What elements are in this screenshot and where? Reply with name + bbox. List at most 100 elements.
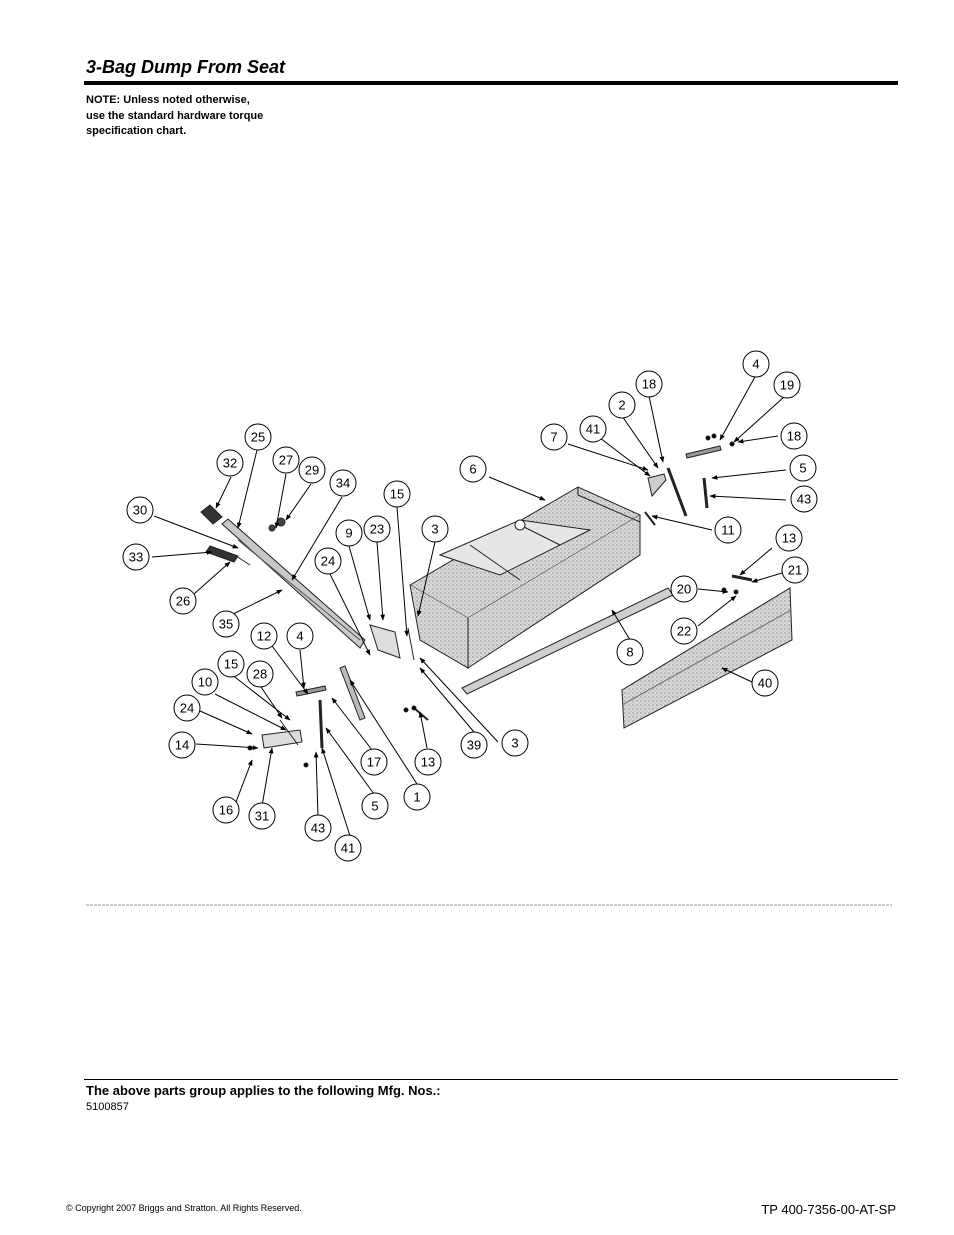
callout-27: 27 (272, 446, 300, 474)
grip-part (200, 504, 223, 525)
callout-label: 10 (198, 675, 212, 690)
callout-circle (414, 748, 442, 776)
callout-29: 29 (298, 456, 326, 484)
callout-label: 32 (223, 456, 237, 471)
callout-circle (173, 694, 201, 722)
mfg-numbers: 5100857 (86, 1101, 129, 1113)
callout-11: 11 (714, 516, 742, 544)
note-line: NOTE: Unless noted otherwise, (86, 94, 250, 106)
callout-circle (286, 622, 314, 650)
callout-circle (670, 617, 698, 645)
callout-circle (304, 814, 332, 842)
callout-4: 4 (286, 622, 314, 650)
callout-circle (635, 370, 663, 398)
callout-label: 25 (251, 430, 265, 445)
callout-circle (789, 454, 817, 482)
callout-circle (329, 469, 357, 497)
callout-circle (168, 731, 196, 759)
callout-label: 39 (467, 738, 481, 753)
callout-circle (212, 610, 240, 638)
callout-label: 13 (421, 755, 435, 770)
callout-label: 13 (782, 531, 796, 546)
callout-label: 31 (255, 809, 269, 824)
callout-circle (248, 802, 276, 830)
callout-9: 9 (335, 519, 363, 547)
callout-30: 30 (126, 496, 154, 524)
callout-circle (335, 519, 363, 547)
callout-34: 34 (329, 469, 357, 497)
callout-circle (246, 660, 274, 688)
callout-4: 4 (742, 350, 770, 378)
callout-13: 13 (775, 524, 803, 552)
callout-label: 9 (345, 526, 352, 541)
callout-18: 18 (635, 370, 663, 398)
callout-41: 41 (579, 415, 607, 443)
lip-part (621, 587, 793, 729)
callout-label: 24 (180, 701, 194, 716)
callout-circle (781, 556, 809, 584)
callout-label: 22 (677, 624, 691, 639)
callout-circle (360, 748, 388, 776)
callout-33: 33 (122, 543, 150, 571)
callout-circle (361, 792, 389, 820)
callout-15: 15 (217, 650, 245, 678)
callout-label: 2 (618, 398, 625, 413)
callout-label: 3 (511, 736, 518, 751)
callout-label: 41 (341, 841, 355, 856)
callout-label: 30 (133, 503, 147, 518)
callout-26: 26 (169, 587, 197, 615)
callout-24: 24 (314, 547, 342, 575)
callout-6: 6 (459, 455, 487, 483)
callout-label: 19 (780, 378, 794, 393)
callout-label: 7 (550, 430, 557, 445)
callout-label: 16 (219, 803, 233, 818)
callout-3: 3 (421, 515, 449, 543)
callout-label: 1 (413, 790, 420, 805)
callout-label: 27 (279, 453, 293, 468)
grip-part (205, 545, 239, 563)
callout-label: 17 (367, 755, 381, 770)
callout-label: 18 (787, 429, 801, 444)
callout-group: 1233445567891011121313141515161718181920… (122, 350, 818, 862)
callout-label: 4 (296, 629, 303, 644)
callout-label: 21 (788, 563, 802, 578)
title-rule (84, 81, 898, 85)
callout-circle (191, 668, 219, 696)
callout-label: 14 (175, 738, 189, 753)
callout-circle (272, 446, 300, 474)
callout-20: 20 (670, 575, 698, 603)
callout-circle (250, 622, 278, 650)
callout-circle (780, 422, 808, 450)
callout-circle (363, 515, 391, 543)
callout-circle (383, 480, 411, 508)
callout-25: 25 (244, 423, 272, 451)
callout-circle (459, 455, 487, 483)
callout-label: 34 (336, 476, 350, 491)
callout-circle (244, 423, 272, 451)
callout-label: 20 (677, 582, 691, 597)
callout-circle (334, 834, 362, 862)
callout-5: 5 (361, 792, 389, 820)
callout-circle (540, 423, 568, 451)
callout-3: 3 (501, 729, 529, 757)
callout-circle (714, 516, 742, 544)
callout-40: 40 (751, 669, 779, 697)
callout-label: 40 (758, 676, 772, 691)
callout-2: 2 (608, 391, 636, 419)
callout-14: 14 (168, 731, 196, 759)
document-number: TP 400-7356-00-AT-SP (761, 1202, 896, 1217)
handle-part (221, 518, 366, 649)
callout-18: 18 (780, 422, 808, 450)
callout-circle (216, 449, 244, 477)
callout-circle (460, 731, 488, 759)
callout-label: 12 (257, 629, 271, 644)
callout-19: 19 (773, 371, 801, 399)
callout-circle (403, 783, 431, 811)
callout-12: 12 (250, 622, 278, 650)
callout-43: 43 (304, 814, 332, 842)
copyright-text: © Copyright 2007 Briggs and Stratton. Al… (66, 1203, 302, 1213)
callout-label: 26 (176, 594, 190, 609)
callout-label: 4 (752, 357, 759, 372)
callout-circle (579, 415, 607, 443)
callout-label: 6 (469, 462, 476, 477)
